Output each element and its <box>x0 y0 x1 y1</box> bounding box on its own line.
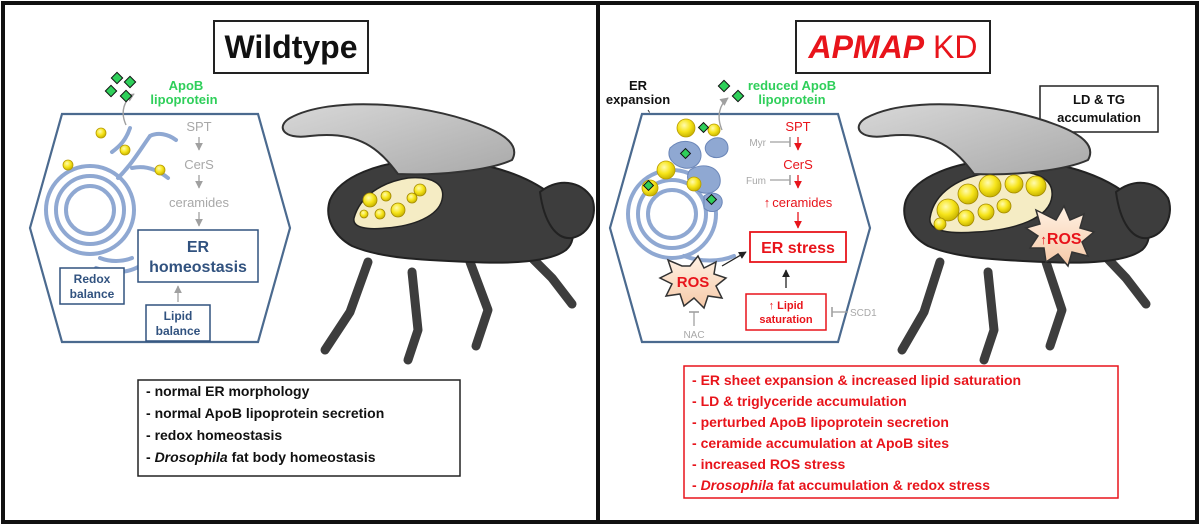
lipid-saturation-line2: saturation <box>759 314 812 326</box>
redox-balance-box <box>59 267 125 305</box>
er-stress-label: ER stress <box>761 240 835 257</box>
scd1-label: SCD1 <box>850 308 877 319</box>
pathway-spt: SPT <box>785 119 810 134</box>
fly-ros-burst <box>1024 204 1096 268</box>
redox-line1: Redox <box>74 272 111 286</box>
wildtype-panel: Wildtype ApoB lipoprotein <box>28 20 595 477</box>
wildtype-summary-item: - normal ER morphology <box>146 383 310 399</box>
pathway-ceramides: ↑ceramides <box>764 195 833 210</box>
ros-burst <box>658 254 728 310</box>
kd-summary-item: - increased ROS stress <box>692 456 846 472</box>
kd-title-box <box>795 20 991 74</box>
ld-tg-box <box>1039 85 1159 133</box>
pathway-spt: SPT <box>186 119 211 134</box>
kd-summary-box <box>683 365 1119 499</box>
secretion-arrow <box>718 97 729 131</box>
nac-label: NAC <box>683 330 704 341</box>
er-homeostasis-line1: ER <box>187 239 210 256</box>
wildtype-title: Wildtype <box>224 29 357 65</box>
fly-ros-label: ↑ROS <box>1040 231 1082 248</box>
kd-summary-item: - ER sheet expansion & increased lipid s… <box>692 372 1021 388</box>
er-stress-box <box>749 231 847 263</box>
kd-title: APMAP KD <box>808 29 978 65</box>
fly-illustration-kd: ↑ROS <box>857 103 1171 365</box>
cell-hexagon <box>608 112 872 344</box>
pathway-cers: CerS <box>783 157 813 172</box>
apob-particles-cell <box>642 121 718 206</box>
lipid-line2: balance <box>156 324 201 338</box>
er-expansion-line1: ER <box>629 78 648 93</box>
kd-panel: APMAP KD ER expansion <box>606 20 1171 499</box>
fum-label: Fum <box>746 176 766 187</box>
ros-label: ROS <box>677 274 710 291</box>
wildtype-summary-item: - redox homeostasis <box>146 427 282 443</box>
wildtype-title-box <box>213 20 369 74</box>
redox-line2: balance <box>70 287 115 301</box>
kd-summary-item: - Drosophila fat accumulation & redox st… <box>692 477 990 493</box>
pathway-ceramides: ceramides <box>169 195 229 210</box>
kd-summary-item: - ceramide accumulation at ApoB sites <box>692 435 949 451</box>
wildtype-summary-item: - normal ApoB lipoprotein secretion <box>146 405 384 421</box>
er-homeostasis-box <box>137 229 259 283</box>
lipid-droplet <box>62 159 74 171</box>
lipid-balance-box <box>145 304 211 342</box>
kd-summary-item: - LD & triglyceride accumulation <box>692 393 907 409</box>
lipid-saturation-box <box>745 293 827 331</box>
myr-label: Myr <box>749 138 766 149</box>
wildtype-summary-box <box>137 379 461 477</box>
reduced-apob-line2: lipoprotein <box>758 92 825 107</box>
ld-tg-line2: accumulation <box>1057 110 1141 125</box>
pathway-cers: CerS <box>184 157 214 172</box>
apob-particles <box>717 79 745 103</box>
lipid-droplets-cell <box>641 118 721 197</box>
reduced-apob-line1: reduced ApoB <box>748 78 836 93</box>
ld-tg-line1: LD & TG <box>1073 92 1125 107</box>
lipid-droplet <box>119 144 131 156</box>
er-network-illustration <box>44 126 178 275</box>
apob-label-line2: lipoprotein <box>150 92 217 107</box>
lipid-droplet <box>154 164 166 176</box>
lipid-line1: Lipid <box>164 309 193 323</box>
wildtype-summary-item: - Drosophila fat body homeostasis <box>146 449 376 465</box>
er-expansion-line2: expansion <box>606 92 670 107</box>
fly-illustration-wildtype <box>281 103 595 365</box>
lipid-saturation-line1: ↑Lipid <box>769 300 804 312</box>
apob-label-line1: ApoB <box>169 78 204 93</box>
kd-summary-item: - perturbed ApoB lipoprotein secretion <box>692 414 949 430</box>
ros-to-er-arrow <box>721 251 747 267</box>
er-homeostasis-line2: homeostasis <box>149 259 247 276</box>
apob-particles <box>104 71 137 103</box>
lipid-droplet <box>95 127 107 139</box>
